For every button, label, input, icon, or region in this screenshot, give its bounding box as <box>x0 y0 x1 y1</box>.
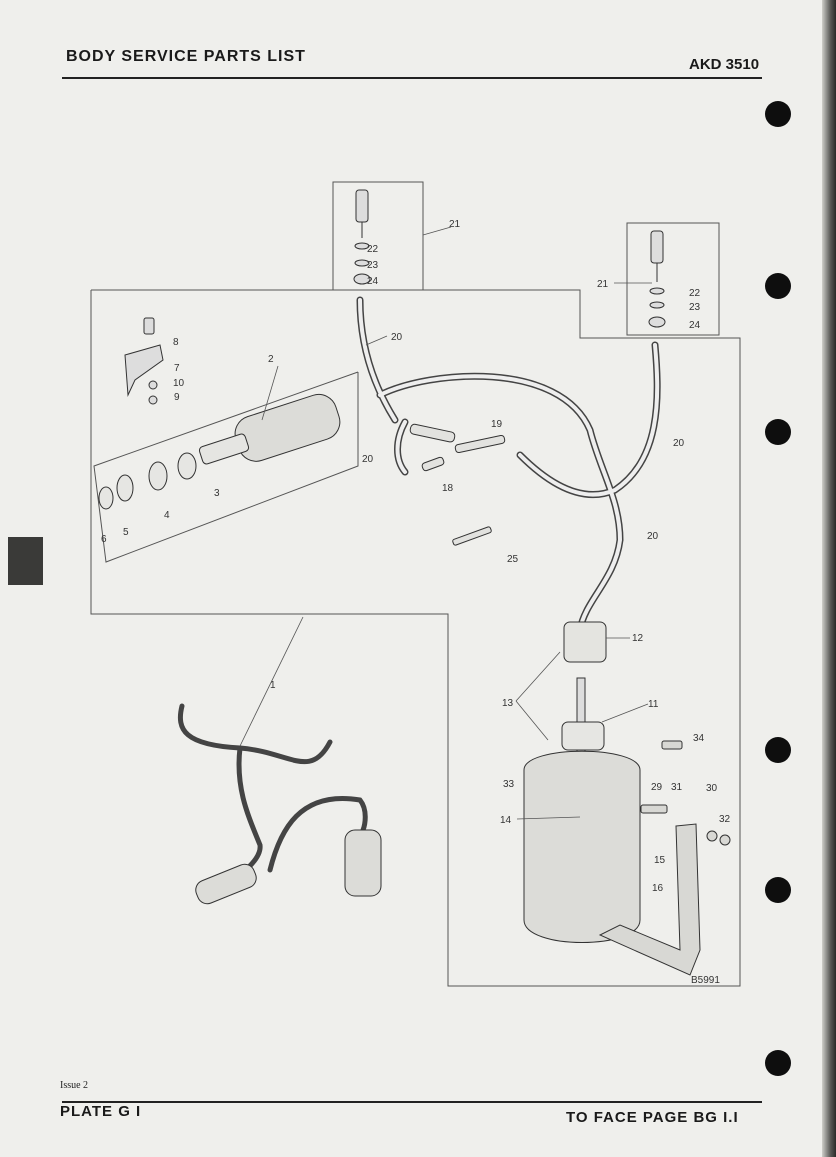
footer-rule <box>62 1101 762 1103</box>
callout: 20 <box>673 438 685 449</box>
callout: 13 <box>502 698 514 709</box>
callout: 34 <box>693 733 705 744</box>
callout: 6 <box>101 534 107 545</box>
callout: 10 <box>173 378 185 389</box>
washer-pump <box>198 393 341 465</box>
callout: 24 <box>367 276 379 287</box>
callout: 22 <box>367 244 379 255</box>
tube-connectors <box>409 423 506 546</box>
pump-bracket <box>124 317 164 405</box>
callout: 20 <box>647 531 659 542</box>
binder-hole <box>765 1050 791 1076</box>
callout: 20 <box>362 454 374 465</box>
callout: 12 <box>632 633 644 644</box>
binder-hole <box>765 877 791 903</box>
callout: 21 <box>597 279 609 290</box>
jet-assembly-left <box>353 189 371 285</box>
jet-assembly-right <box>648 230 666 328</box>
callout: 11 <box>648 699 659 710</box>
callout: 23 <box>689 302 701 313</box>
callout: 15 <box>654 855 666 866</box>
binder-hole <box>765 273 791 299</box>
callout: 1 <box>270 680 276 691</box>
callout: 5 <box>123 527 129 538</box>
callout-labels: 2 3 4 5 6 7 8 9 10 1 11 12 13 14 15 16 1… <box>101 219 731 986</box>
drawing-reference: B5991 <box>691 975 720 986</box>
page-edge <box>822 0 836 1157</box>
binder-hole <box>765 101 791 127</box>
washer-kit-inset <box>177 703 368 893</box>
callout: 14 <box>500 815 512 826</box>
bottle-bracket <box>598 740 731 976</box>
callout: 4 <box>164 510 170 521</box>
binder-hole <box>765 419 791 445</box>
callout: 29 <box>651 782 663 793</box>
callout: 33 <box>503 779 515 790</box>
callout: 2 <box>268 354 274 365</box>
washer-kit-parts <box>195 829 382 905</box>
callout: 18 <box>442 483 454 494</box>
callout: 31 <box>671 782 683 793</box>
callout: 7 <box>174 363 180 374</box>
callout: 32 <box>719 814 731 825</box>
callout: 8 <box>173 337 179 348</box>
callout: 22 <box>689 288 701 299</box>
callout: 16 <box>652 883 664 894</box>
plate-label: PLATE G I <box>60 1103 142 1120</box>
callout: 3 <box>214 488 220 499</box>
leader-lines <box>239 226 652 820</box>
water-bottle <box>523 621 641 943</box>
callout: 20 <box>391 332 403 343</box>
pump-washers <box>98 452 197 510</box>
face-page-label: TO FACE PAGE BG I.I <box>566 1109 739 1126</box>
page-header-title: BODY SERVICE PARTS LIST <box>66 48 306 65</box>
callout: 19 <box>491 419 503 430</box>
callout: 23 <box>367 260 379 271</box>
diagram-frame <box>90 181 741 987</box>
callout: 25 <box>507 554 519 565</box>
callout: 21 <box>449 219 461 230</box>
callout: 9 <box>174 392 180 403</box>
header-rule <box>62 77 762 79</box>
page-header-code: AKD 3510 <box>689 56 760 73</box>
binder-hole <box>765 737 791 763</box>
callout: 24 <box>689 320 701 331</box>
index-tab-mark <box>8 537 43 585</box>
issue-number: Issue 2 <box>60 1080 89 1091</box>
callout: 30 <box>706 783 718 794</box>
washer-tubing <box>356 296 661 634</box>
